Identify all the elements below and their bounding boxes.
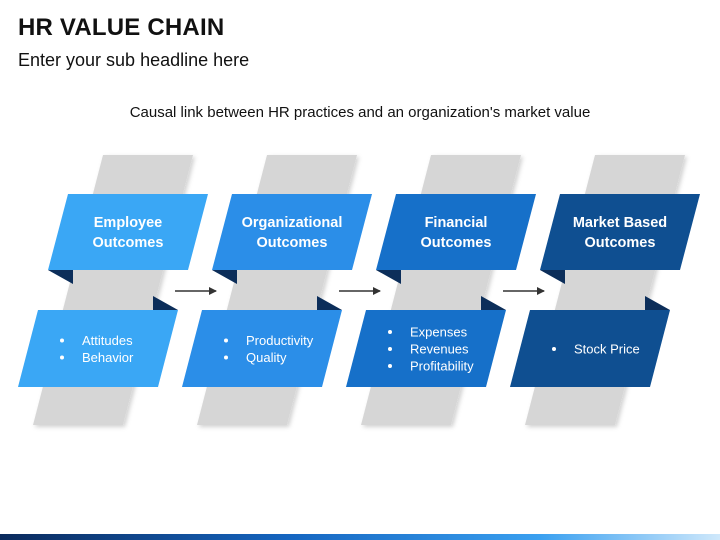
stage-bullet: Stock Price: [574, 342, 640, 357]
fold-shadow: [212, 270, 237, 284]
bullet-dot-icon: [224, 355, 228, 360]
fold-shadow: [153, 296, 178, 310]
stage-bullet: Behavior: [82, 350, 134, 365]
stage-heading-line: Market Based: [573, 215, 667, 231]
bullet-dot-icon: [60, 355, 64, 360]
bullet-dot-icon: [552, 347, 556, 351]
stage-heading-line: Employee: [94, 215, 163, 231]
stage-details-box: [182, 310, 342, 387]
fold-shadow: [645, 296, 670, 310]
slide-title: HR VALUE CHAIN: [18, 14, 225, 41]
stage-details-box: [346, 310, 506, 387]
stage-heading-line: Outcomes: [257, 235, 328, 251]
bullet-dot-icon: [388, 364, 392, 368]
stage-heading-box: [48, 194, 208, 270]
stage-heading-line: Outcomes: [585, 235, 656, 251]
stage-heading-box: [376, 194, 536, 270]
stage-bullet: Expenses: [410, 325, 468, 340]
fold-shadow: [481, 296, 506, 310]
stage-bullet: Productivity: [246, 333, 314, 348]
fold-shadow: [540, 270, 565, 284]
stage-bullet: Quality: [246, 350, 287, 365]
bullet-dot-icon: [388, 330, 392, 334]
stage-heading-line: Outcomes: [93, 235, 164, 251]
stage-details-box: [18, 310, 178, 387]
stage-heading-line: Financial: [425, 215, 488, 231]
stage-heading-line: Organizational: [242, 215, 343, 231]
stage-heading-line: Outcomes: [421, 235, 492, 251]
stage-bullet: Profitability: [410, 359, 474, 374]
stage-bullet: Attitudes: [82, 333, 133, 348]
bottom-accent-bar: [0, 534, 720, 540]
stage-details-box: [510, 310, 670, 387]
slide-subtitle: Enter your sub headline here: [18, 50, 250, 70]
stage-heading-box: [540, 194, 700, 270]
diagram-caption: Causal link between HR practices and an …: [129, 104, 591, 121]
bullet-dot-icon: [60, 338, 64, 343]
fold-shadow: [317, 296, 342, 310]
bullet-dot-icon: [388, 347, 392, 351]
stage-heading-box: [212, 194, 372, 270]
fold-shadow: [48, 270, 73, 284]
bullet-dot-icon: [224, 338, 228, 343]
fold-shadow: [376, 270, 401, 284]
stage-bullet: Revenues: [410, 342, 469, 357]
